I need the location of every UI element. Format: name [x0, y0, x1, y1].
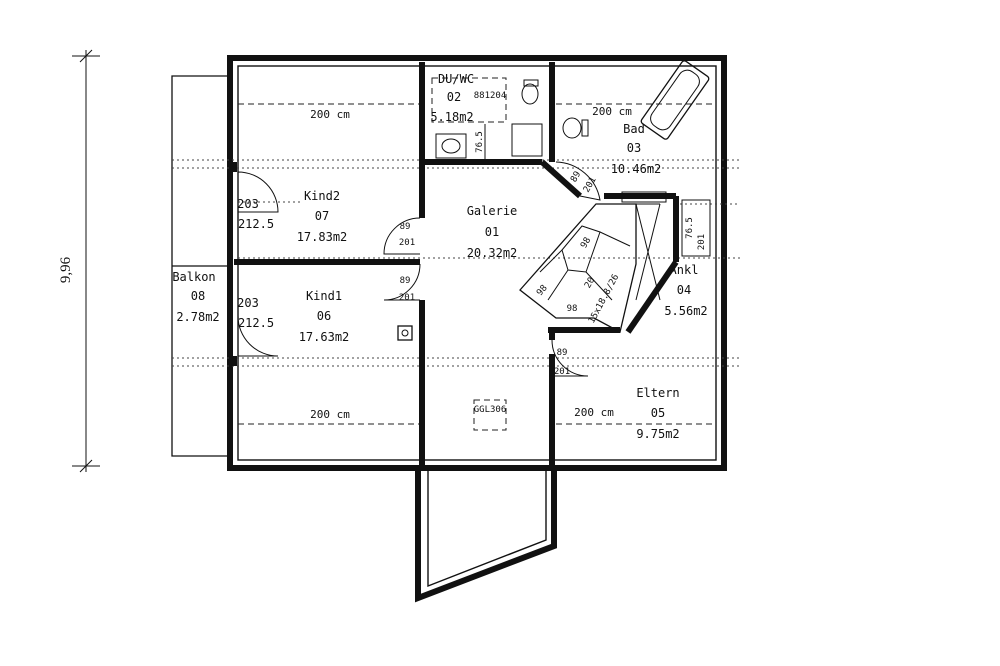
eltern-number: 05 [651, 406, 665, 420]
duwc-fixtures [431, 77, 543, 160]
stair-step-1: 98 [535, 283, 550, 298]
kind1-window-width: 203 [237, 296, 259, 310]
galerie-name: Galerie [467, 204, 518, 218]
bad-number: 03 [627, 141, 641, 155]
bad-fixtures [562, 60, 710, 203]
kind1-area: 17.63m2 [299, 330, 350, 344]
stair [519, 203, 661, 333]
galerie-area: 20.32m2 [467, 246, 518, 260]
bad-area: 10.46m2 [611, 162, 662, 176]
eltern-door-width: 89 [557, 348, 568, 358]
duwc-code: 881204 [474, 91, 507, 101]
bad-door-height: 201 [582, 175, 599, 194]
overall-dimension: 9,96 [58, 49, 100, 473]
balkon-area: 2.78m2 [176, 310, 219, 324]
interior-walls [231, 62, 679, 466]
kind1-number: 06 [317, 309, 331, 323]
ankl-number: 04 [677, 283, 691, 297]
balkon-name: Balkon [172, 270, 215, 284]
overall-height-label: 9,96 [58, 256, 74, 283]
kind1-name: Kind1 [306, 289, 342, 303]
kind2-window-height: 212.5 [238, 217, 274, 231]
eltern-width: 200 cm [574, 406, 614, 419]
kind2-width: 200 cm [310, 108, 350, 121]
chimney [397, 325, 507, 431]
ankl-dim1: 76.5 [685, 217, 695, 239]
ankl-dim2: 201 [697, 234, 707, 250]
stair-step-4: 98 [579, 236, 593, 250]
bad-width: 200 cm [592, 105, 632, 118]
kind2-number: 07 [315, 209, 329, 223]
kind2-door-height: 201 [399, 238, 415, 248]
kind2-window-width: 203 [237, 197, 259, 211]
chimney-code: GGL306 [474, 405, 507, 415]
eltern-name: Eltern [636, 386, 679, 400]
kind1-window-height: 212.5 [238, 316, 274, 330]
kind2-door-width: 89 [400, 222, 411, 232]
stair-step-2: 20 [583, 276, 597, 290]
bad-name: Bad [623, 122, 645, 136]
kind1-width: 200 cm [310, 408, 350, 421]
kind1-door-height: 201 [399, 293, 415, 303]
kind1-door-width: 89 [400, 276, 411, 286]
galerie-number: 01 [485, 225, 499, 239]
outer-walls [227, 55, 727, 603]
duwc-dim: 76.5 [475, 131, 485, 153]
stair-step-3: 98 [567, 304, 578, 314]
eltern-area: 9.75m2 [636, 427, 679, 441]
eltern-door-height: 201 [554, 367, 570, 377]
balkon-number: 08 [191, 289, 205, 303]
roof-slope-lines [172, 103, 740, 425]
ankl-name: Ankl [670, 263, 699, 277]
ankl-area: 5.56m2 [664, 304, 707, 318]
duwc-area: 5.18m2 [430, 110, 473, 124]
kind2-name: Kind2 [304, 189, 340, 203]
duwc-number: 02 [447, 90, 461, 104]
bad-door-width: 89 [569, 170, 583, 184]
duwc-name: DU/WC [438, 72, 474, 86]
doors [237, 161, 711, 377]
kind2-area: 17.83m2 [297, 230, 348, 244]
balcony-outline [171, 75, 228, 457]
